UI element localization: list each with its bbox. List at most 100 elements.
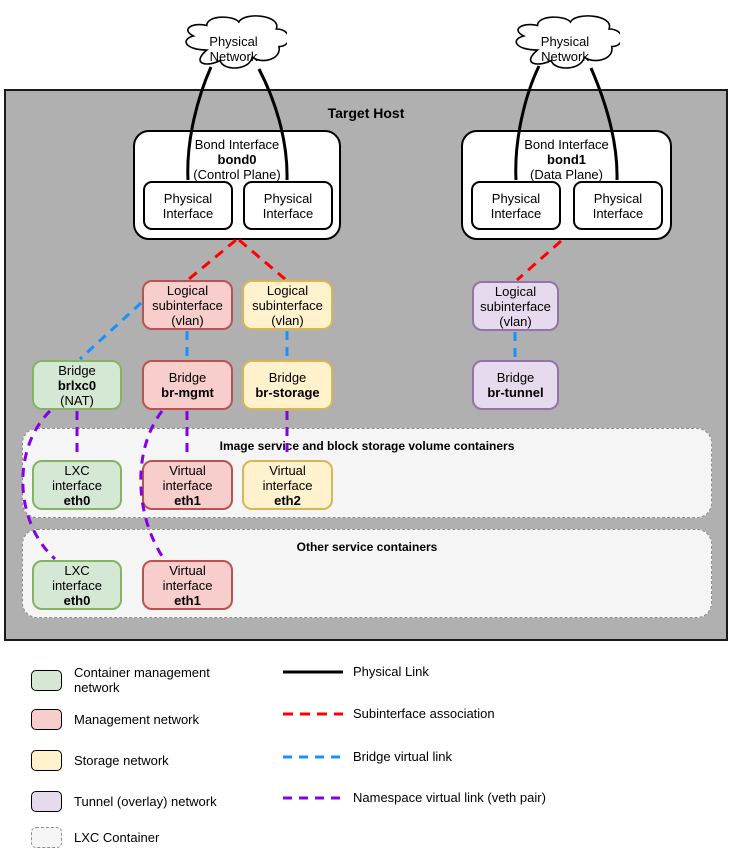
legend-item-physical-link: Physical Link [283, 664, 429, 679]
logical-subinterface-mgmt: Logical subinterface (vlan) [142, 280, 233, 330]
iface-line2: interface [262, 477, 313, 493]
cloud-label-line2: Network [209, 49, 258, 64]
legend-label: Physical Link [353, 664, 429, 679]
legend-item-tunnel-network: Tunnel (overlay) network [31, 791, 217, 812]
legend-item-container-mgmt-network: Container management network [31, 665, 224, 695]
cloud-label: Physical Network [510, 34, 620, 64]
legend-label: Tunnel (overlay) network [74, 794, 217, 809]
c1-virtual-interface-eth2: Virtual interface eth2 [242, 460, 333, 510]
bridge-name: br-tunnel [487, 385, 544, 400]
physical-interface-line2: Interface [162, 205, 214, 221]
c1-lxc-interface-eth0: LXC interface eth0 [32, 460, 122, 510]
legend-item-management-network: Management network [31, 709, 199, 730]
legend-label: Management network [74, 712, 200, 727]
iface-line1: Virtual [169, 462, 206, 478]
subif-line3: (vlan) [171, 312, 204, 328]
bridge-sub: (NAT) [60, 392, 94, 408]
physical-interface-box: Physical Interface [243, 181, 333, 230]
legend-label: Bridge virtual link [353, 749, 452, 764]
lxc-container-other-services: Other service containers [22, 529, 712, 618]
legend-item-namespace-virtual-link: Namespace virtual link (veth pair) [283, 790, 546, 805]
iface-name: eth0 [63, 492, 91, 508]
red-dashed-line-icon [283, 712, 343, 715]
bridge-title: Bridge [268, 370, 307, 385]
iface-line1: LXC [64, 462, 90, 478]
purple-swatch-icon [31, 791, 62, 812]
bridge-name: br-storage [255, 385, 320, 400]
iface-name: eth1 [174, 492, 201, 508]
bond0-name: bond0 [217, 152, 257, 167]
subif-line3: (vlan) [271, 312, 304, 328]
bridge-br-mgmt-box: Bridge br-mgmt [142, 360, 233, 410]
cloud-label-line1: Physical [540, 34, 590, 49]
physical-interface-box: Physical Interface [471, 181, 561, 230]
subif-line1: Logical [266, 282, 309, 298]
subif-line3: (vlan) [499, 313, 532, 329]
subif-line1: Logical [494, 283, 537, 299]
legend-label: Namespace virtual link (veth pair) [353, 790, 546, 805]
legend-item-storage-network: Storage network [31, 750, 169, 771]
bond0-plane: (Control Plane) [193, 167, 281, 182]
legend-item-bridge-virtual-link: Bridge virtual link [283, 749, 452, 764]
physical-network-cloud-left: Physical Network [180, 8, 287, 78]
bridge-title: Bridge [496, 370, 535, 385]
subif-line2: subinterface [480, 298, 551, 314]
logical-subinterface-storage: Logical subinterface (vlan) [242, 280, 333, 330]
yellow-swatch-icon [31, 750, 62, 771]
iface-line1: Virtual [169, 562, 206, 578]
physical-network-cloud-right: Physical Network [510, 8, 620, 78]
bridge-name: brlxc0 [57, 377, 97, 393]
bond1-name: bond1 [547, 152, 586, 167]
legend-label: Container management network [74, 665, 210, 695]
iface-name: eth2 [274, 492, 301, 508]
physical-interface-line1: Physical [163, 190, 213, 206]
physical-interface-line1: Physical [491, 190, 541, 206]
bridge-br-storage-box: Bridge br-storage [242, 360, 333, 410]
cloud-shape-icon [180, 8, 287, 78]
subif-line1: Logical [166, 282, 209, 298]
subif-line2: subinterface [152, 297, 223, 313]
green-swatch-icon [31, 669, 62, 691]
dashed-box-swatch-icon [31, 827, 62, 848]
logical-subinterface-tunnel: Logical subinterface (vlan) [472, 281, 559, 331]
iface-line2: interface [162, 577, 213, 593]
iface-line1: LXC [64, 562, 90, 578]
container2-title: Other service containers [296, 540, 438, 554]
bridge-brlxc0-box: Bridge brlxc0 (NAT) [32, 360, 122, 410]
blue-dashed-line-icon [283, 755, 343, 758]
purple-dashed-line-icon [283, 796, 343, 799]
iface-line1: Virtual [269, 462, 306, 478]
bridge-title: Bridge [58, 362, 96, 378]
cloud-label-line1: Physical [209, 34, 258, 49]
container1-title: Image service and block storage volume c… [219, 439, 515, 453]
iface-line2: interface [162, 477, 213, 493]
solid-black-line-icon [283, 670, 343, 673]
legend-label: Subinterface association [353, 706, 495, 721]
target-host-title: Target Host [327, 105, 405, 121]
physical-interface-line1: Physical [263, 190, 313, 206]
legend-item-lxc-container: LXC Container [31, 827, 159, 848]
bridge-name: br-mgmt [161, 385, 214, 400]
subif-line2: subinterface [252, 297, 323, 313]
c1-virtual-interface-eth1: Virtual interface eth1 [142, 460, 233, 510]
cloud-shape-icon [510, 8, 620, 78]
iface-line2: interface [52, 577, 102, 593]
c2-virtual-interface-eth1: Virtual interface eth1 [142, 560, 233, 610]
physical-interface-box: Physical Interface [143, 181, 233, 230]
iface-name: eth1 [174, 592, 201, 608]
red-swatch-icon [31, 709, 62, 730]
cloud-label-line2: Network [541, 49, 589, 64]
iface-line2: interface [52, 477, 102, 493]
iface-name: eth0 [63, 592, 91, 608]
physical-interface-line2: Interface [262, 205, 314, 221]
physical-interface-line1: Physical [593, 190, 643, 206]
cloud-label: Physical Network [180, 34, 287, 64]
physical-interface-box: Physical Interface [573, 181, 663, 230]
bridge-br-tunnel-box: Bridge br-tunnel [472, 360, 559, 410]
physical-interface-line2: Interface [592, 205, 644, 221]
legend-label: Storage network [74, 753, 169, 768]
legend-item-subinterface-association: Subinterface association [283, 706, 495, 721]
bond0-title: Bond Interface [194, 137, 280, 152]
c2-lxc-interface-eth0: LXC interface eth0 [32, 560, 122, 610]
